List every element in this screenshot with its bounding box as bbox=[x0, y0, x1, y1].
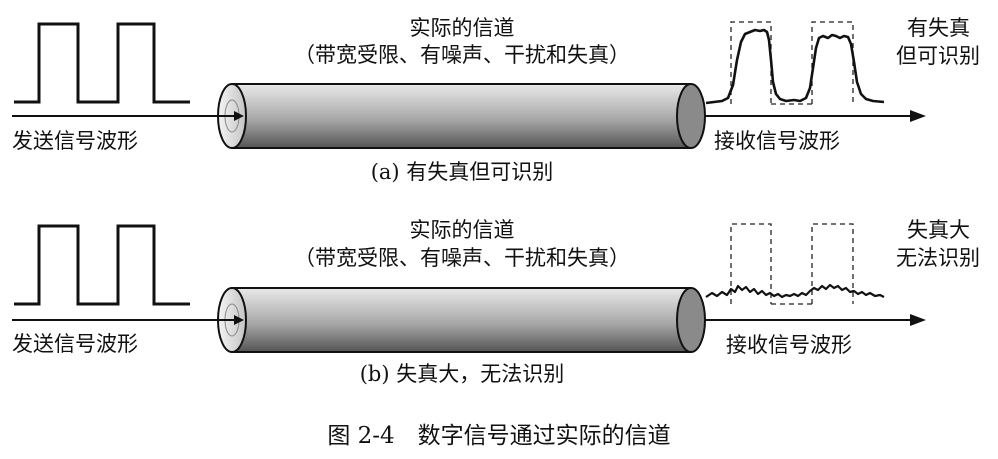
panel-b bbox=[12, 223, 926, 353]
receive-waveform-label: 接收信号波形 bbox=[714, 129, 840, 153]
send-waveform bbox=[14, 22, 190, 104]
panel-caption: (a) 有失真但可识别 bbox=[370, 160, 554, 184]
channel-pipe bbox=[190, 83, 706, 149]
figure-caption: 图 2-4 数字信号通过实际的信道 bbox=[327, 423, 671, 449]
verdict-line-1: 有失真 bbox=[907, 16, 970, 40]
verdict-line-2: 但可识别 bbox=[896, 44, 980, 68]
receive-waveform bbox=[705, 283, 885, 299]
send-waveform bbox=[14, 224, 190, 306]
signal-axis-arrowhead bbox=[910, 314, 926, 326]
channel-description: （带宽受限、有噪声、干扰和失真） bbox=[294, 246, 630, 270]
ideal-pulse-outline-1 bbox=[730, 223, 772, 304]
verdict-line-2: 无法识别 bbox=[896, 246, 980, 270]
channel-description: （带宽受限、有噪声、干扰和失真） bbox=[294, 43, 630, 67]
panel-caption: (b) 失真大，无法识别 bbox=[359, 362, 565, 386]
channel-title: 实际的信道 bbox=[409, 218, 515, 242]
verdict-line-1: 失真大 bbox=[907, 218, 970, 242]
ideal-pulse-outline-2 bbox=[811, 223, 854, 304]
panel-a bbox=[12, 21, 926, 149]
send-waveform-label: 发送信号波形 bbox=[12, 332, 138, 356]
receive-waveform bbox=[705, 28, 885, 105]
channel-title: 实际的信道 bbox=[409, 16, 515, 40]
channel-pipe bbox=[190, 287, 706, 353]
receive-waveform-label: 接收信号波形 bbox=[726, 333, 852, 357]
signal-axis-arrowhead bbox=[910, 110, 926, 122]
send-waveform-label: 发送信号波形 bbox=[12, 129, 138, 153]
